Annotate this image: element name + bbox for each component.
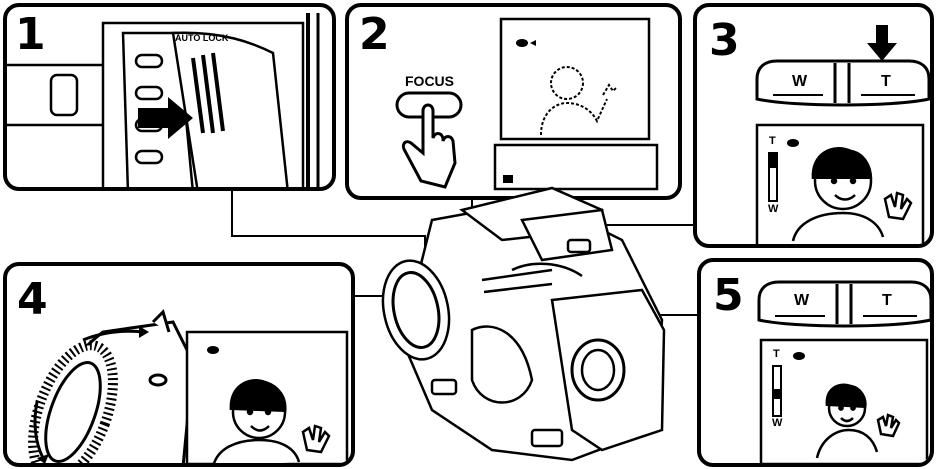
zoom-w-label: W [794, 292, 809, 310]
zoom-meter [769, 153, 777, 201]
auto-lock-switch-illustration [3, 3, 336, 191]
meter-w-label: W [768, 203, 778, 215]
zoom-lever-neutral-illustration [697, 258, 934, 467]
zoom-w-label: W [792, 73, 807, 91]
arrow-down-icon [867, 25, 897, 61]
zoom-meter [773, 366, 781, 416]
step-3-panel: 3 W T T W [693, 3, 934, 248]
camcorder-illustration [372, 180, 672, 466]
step-1-panel: 1 AUTO LOCK [3, 3, 336, 191]
step-2-panel: 2 FOCUS [345, 3, 682, 200]
zoom-lever-tele-illustration [693, 3, 934, 248]
focus-ring-illustration [3, 262, 355, 467]
meter-w-label: W [772, 417, 782, 429]
step-5-panel: 5 W T T W [697, 258, 934, 467]
meter-t-label: T [769, 135, 776, 147]
meter-t-label: T [773, 348, 780, 360]
step-4-panel: 4 [3, 262, 355, 467]
focus-button-illustration [345, 3, 682, 200]
zoom-t-label: T [882, 292, 892, 310]
auto-lock-label: AUTO LOCK [175, 33, 228, 43]
zoom-t-label: T [881, 73, 891, 91]
